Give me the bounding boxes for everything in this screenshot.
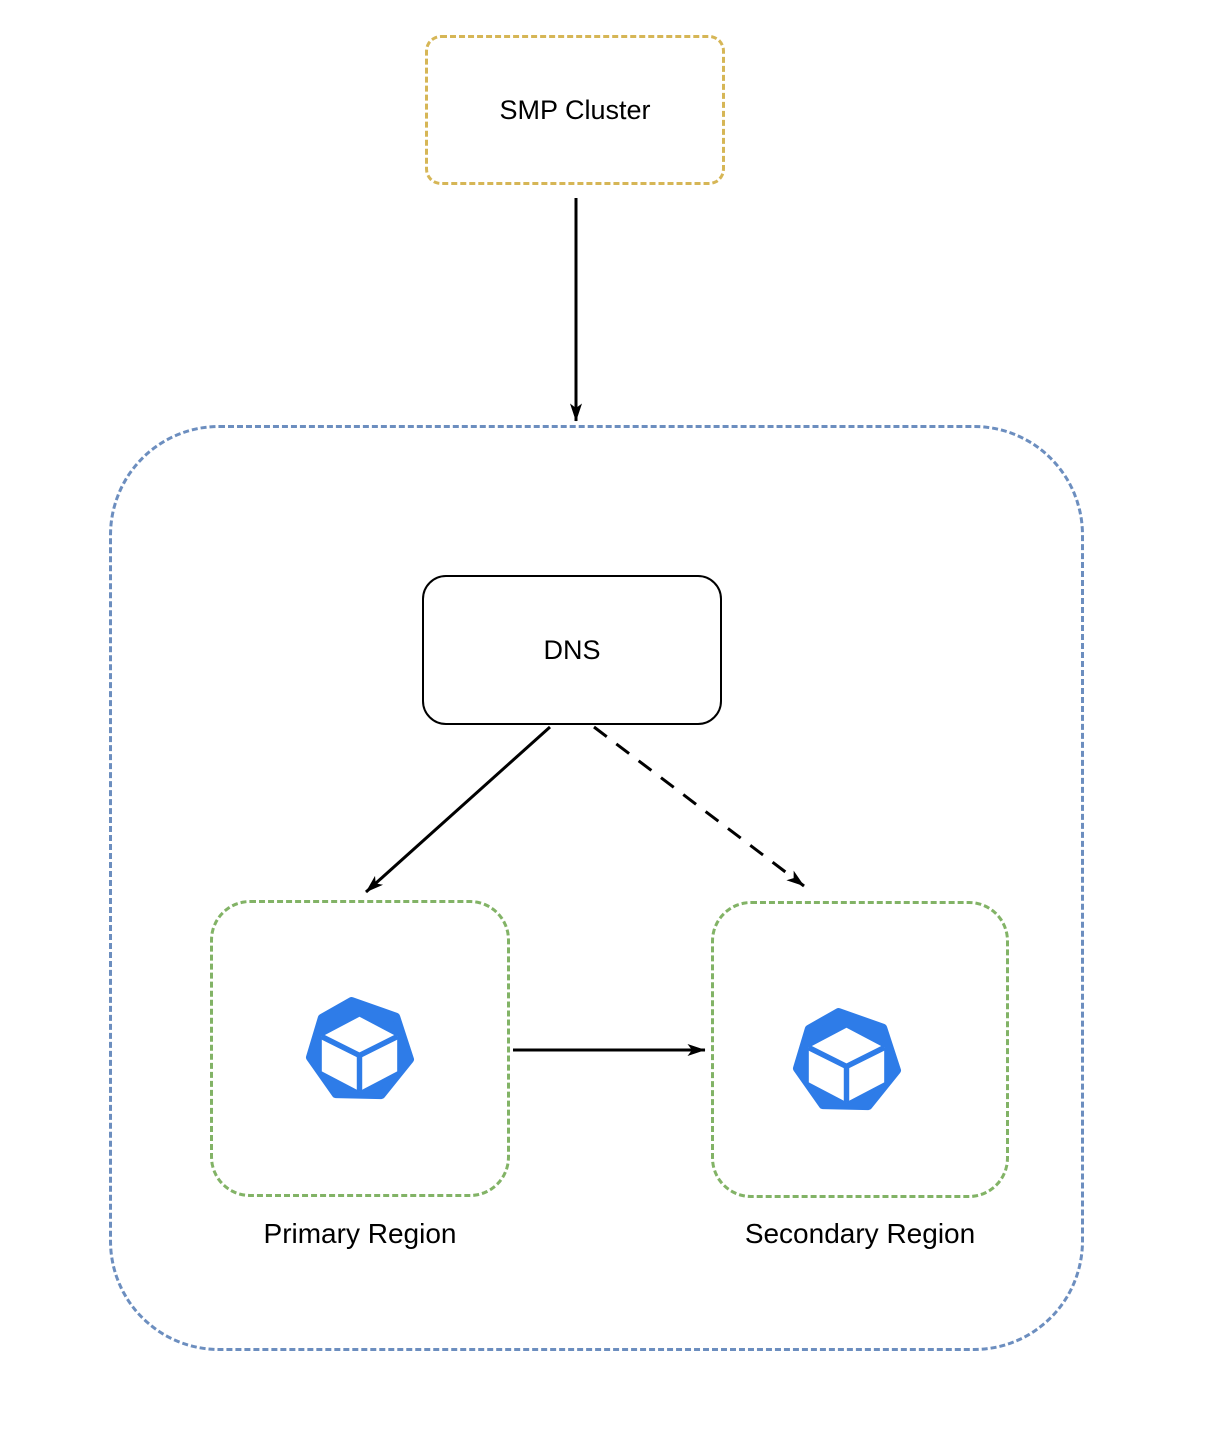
- cube-heptagon-cluster-icon: [787, 1003, 906, 1122]
- smp-cluster-node: SMP Cluster: [425, 35, 725, 185]
- cube-heptagon-cluster-icon: [300, 992, 419, 1111]
- regions-container: [109, 425, 1084, 1351]
- dns-node: DNS: [422, 575, 722, 725]
- smp-cluster-label: SMP Cluster: [499, 94, 651, 125]
- dns-label: DNS: [543, 634, 601, 665]
- primary-region-label: Primary Region: [263, 1218, 457, 1249]
- secondary-region-label: Secondary Region: [744, 1218, 976, 1249]
